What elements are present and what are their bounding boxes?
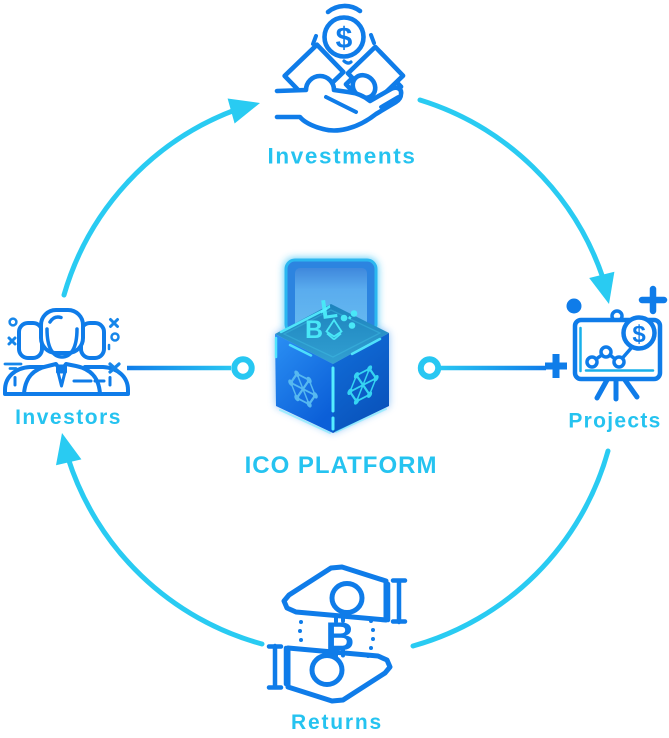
svg-text:$: $ <box>336 22 353 55</box>
svg-text:B: B <box>305 316 323 344</box>
svg-text:B: B <box>326 615 355 659</box>
svg-text:Projects: Projects <box>568 410 661 433</box>
svg-text:Investors: Investors <box>15 406 122 429</box>
svg-text:ICO PLATFORM: ICO PLATFORM <box>245 452 438 479</box>
svg-text:Ł: Ł <box>319 293 340 325</box>
svg-text:Returns: Returns <box>291 711 383 734</box>
svg-text:$: $ <box>632 321 646 348</box>
svg-text:Investments: Investments <box>268 144 417 169</box>
